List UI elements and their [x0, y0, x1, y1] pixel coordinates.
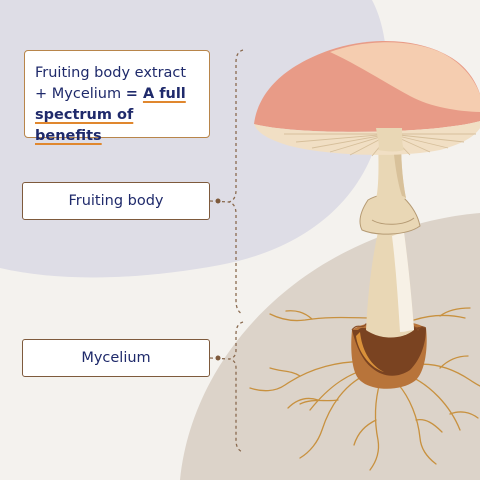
- fruiting-leader-dot: [215, 198, 221, 204]
- mycelium-leader-dot: [215, 355, 221, 361]
- fruiting-body-label: Fruiting body: [22, 182, 210, 220]
- callout-line-3: spectrum of benefits: [35, 107, 134, 144]
- callout-line-2-equals: =: [125, 86, 143, 102]
- mushroom-cap: [254, 40, 480, 157]
- mycelium-roots: [249, 307, 480, 471]
- callout-line-1: Fruiting body extract: [35, 65, 187, 81]
- fruiting-body-label-text: Fruiting body: [68, 193, 164, 209]
- mycelium-label: Mycelium: [22, 339, 210, 377]
- callout-line-2-emphasis: A full: [142, 86, 186, 102]
- callout-line-2: + Mycelium = A full: [35, 84, 199, 105]
- callout-line-2-plain: + Mycelium: [35, 86, 126, 102]
- benefits-callout: Fruiting body extract + Mycelium = A ful…: [24, 50, 210, 144]
- mycelium-label-text: Mycelium: [81, 350, 151, 366]
- bracket-group: [209, 49, 244, 453]
